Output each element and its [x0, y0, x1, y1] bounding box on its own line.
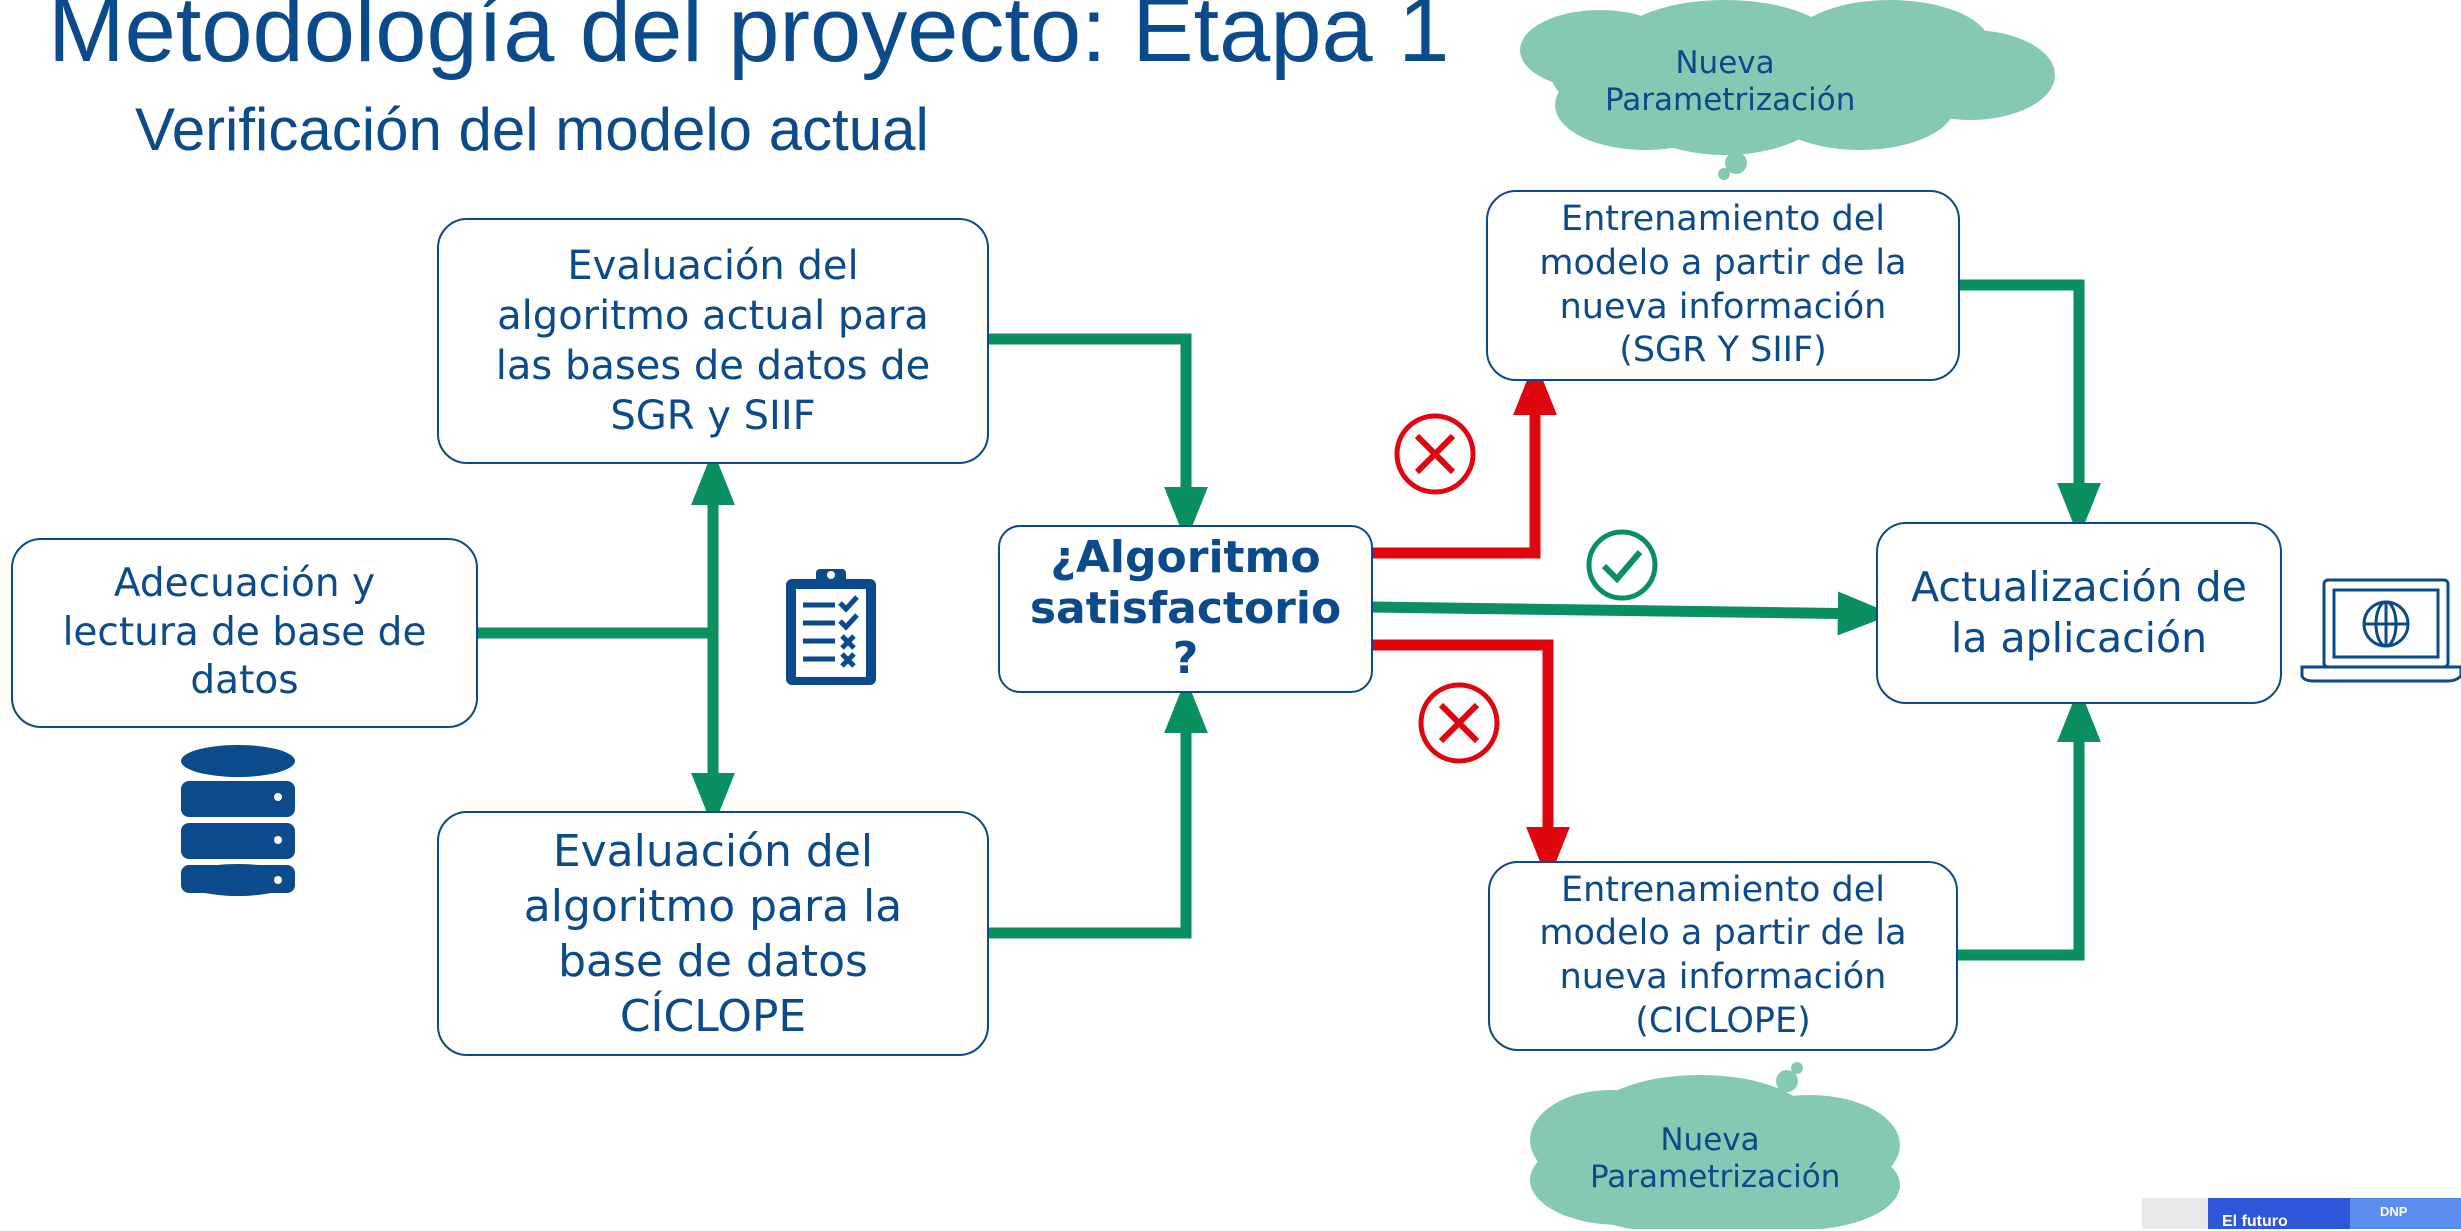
arrow-decision-to-actualizacion: [1372, 591, 1893, 636]
cloud-bottom: [1530, 1062, 1900, 1229]
node-entrenamiento-ciclope: Entrenamiento del modelo a partir de la …: [1488, 861, 1958, 1051]
node-decision-algoritmo: ¿Algoritmo satisfactorio ?: [998, 525, 1373, 693]
cloud-bottom-label: Nueva Parametrización: [1590, 1122, 1841, 1196]
coat-of-arms-icon: [2142, 1198, 2208, 1229]
footer-logo-text-1: El futuro: [2208, 1198, 2350, 1230]
arrow-decision-to-entrenamiento-ciclope: [1373, 639, 1570, 882]
clipboard-checklist-icon: [786, 569, 876, 685]
footer-logo-text-2: DNP: [2350, 1198, 2461, 1229]
node-entrenamiento-sgr-siif: Entrenamiento del modelo a partir de la …: [1486, 190, 1960, 381]
cloud-top-label: Nueva Parametrización: [1605, 45, 1856, 119]
footer-logo: El futuro DNP: [2142, 1198, 2461, 1230]
arrow-eval-ciclope-to-decision: [989, 678, 1208, 939]
approve-check-icon: [1586, 529, 1658, 601]
page-title: Metodología del proyecto: Etapa 1: [48, 0, 1450, 81]
page-subtitle: Verificación del modelo actual: [135, 96, 929, 163]
arrow-decision-to-entrenamiento-sgr: [1373, 360, 1557, 559]
arrow-entrenamiento-ciclope-to-actualizacion: [1958, 687, 2101, 961]
laptop-globe-icon: [2300, 578, 2461, 683]
cloud-top: [1520, 0, 2055, 180]
node-actualizacion-aplicacion: Actualización de la aplicación: [1876, 522, 2282, 704]
node-evaluacion-ciclope: Evaluación del algoritmo para la base de…: [437, 811, 989, 1056]
arrow-eval-sgr-to-decision: [989, 333, 1208, 542]
node-adecuacion: Adecuación y lectura de base de datos: [11, 538, 478, 728]
reject-x-icon: [1394, 413, 1476, 495]
reject-x-icon: [1418, 682, 1500, 764]
arrow-entrenamiento-sgr-to-actualizacion: [1960, 279, 2101, 538]
database-icon: [181, 745, 295, 896]
node-evaluacion-sgr-siif: Evaluación del algoritmo actual para las…: [437, 218, 989, 464]
